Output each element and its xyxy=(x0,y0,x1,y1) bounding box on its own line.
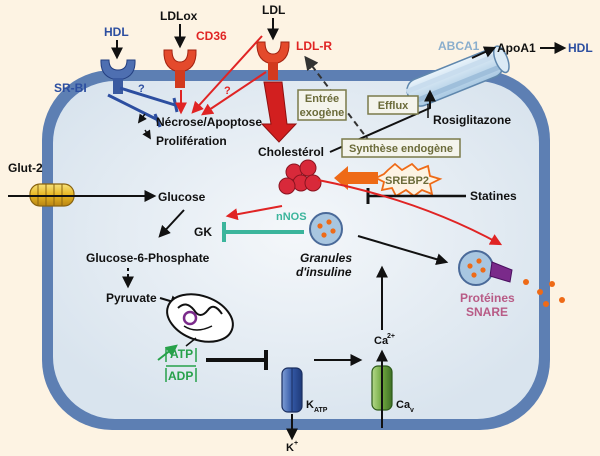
rosiglitazone-label: Rosiglitazone xyxy=(433,113,511,127)
statines-label: Statines xyxy=(470,189,517,203)
apoa1-label: ApoA1 xyxy=(497,41,536,55)
abca1-out-arrow xyxy=(471,46,497,59)
synthese-endogene-box xyxy=(341,138,461,158)
proliferation-mini-arrow xyxy=(142,129,151,140)
ca-label: Ca xyxy=(374,335,389,347)
ldlr-to-cholesterol-big-arrow xyxy=(260,81,298,143)
ldl-to-necrose-arrow-2 xyxy=(201,71,267,116)
synthese-endogene-label: Synthèse endogène xyxy=(349,143,453,155)
srebp2-star-icon xyxy=(373,162,443,198)
srebp2-label: SREBP2 xyxy=(385,175,429,187)
ca-superscript: 2+ xyxy=(387,333,395,340)
granule-to-snare-arrow xyxy=(357,235,449,266)
cholesterol-label: Cholestérol xyxy=(258,145,324,159)
snare-label: SNARE xyxy=(466,305,508,319)
mito-to-atp-line xyxy=(185,337,197,347)
ldl-to-necrose-arrow-1 xyxy=(191,35,263,114)
kplus-superscript: + xyxy=(294,440,298,447)
srbi-inhibition-bar-2 xyxy=(153,113,162,128)
proteines-label: Protéines xyxy=(460,291,515,305)
cd36-receptor-icon xyxy=(163,49,197,88)
insulin-granule-icon xyxy=(309,212,343,246)
entree-line1-label: Entrée xyxy=(305,93,339,105)
ldlox-label: LDLox xyxy=(160,9,198,23)
ldlr-label: LDL-R xyxy=(296,39,332,53)
ldl-label: LDL xyxy=(262,3,285,17)
srbi-receptor-icon xyxy=(100,59,136,94)
katp-channel-icon xyxy=(281,367,303,413)
question-mark-2: ? xyxy=(224,85,231,97)
entree-line2-label: exogène xyxy=(300,107,345,119)
efflux-box xyxy=(367,95,419,115)
necrose-mini-arrow xyxy=(137,113,147,124)
srebp2-to-cholesterol-arrow xyxy=(334,166,378,190)
atp-up-arrow xyxy=(157,344,178,361)
hdl-top-label: HDL xyxy=(104,25,129,39)
cell-cytoplasm xyxy=(53,81,539,419)
efflux-label: Efflux xyxy=(378,100,409,112)
cav-subscript: v xyxy=(410,407,414,414)
srbi-inhibition-line-1 xyxy=(119,86,176,107)
snare-granule-icon xyxy=(458,250,513,286)
katp-label: K xyxy=(306,399,314,411)
glut2-label: Glut-2 xyxy=(8,161,43,175)
cd36-label: CD36 xyxy=(196,29,227,43)
proliferation-label: Prolifération xyxy=(156,134,227,148)
granules-line2-label: d'insuline xyxy=(296,265,352,279)
cholesterol-to-snare-arrow xyxy=(317,179,503,246)
cav-label: Ca xyxy=(396,399,411,411)
atp-label: ATP xyxy=(170,347,193,361)
efflux-arrow xyxy=(329,89,436,153)
kplus-label: K xyxy=(286,442,294,454)
mitochondrion-icon xyxy=(166,293,234,343)
ldlr-receptor-icon xyxy=(256,41,290,80)
srbi-inhibition-line-2 xyxy=(107,93,159,122)
granules-line1-label: Granules xyxy=(300,251,352,265)
cholesterol-droplets-icon xyxy=(278,159,322,195)
cholesterol-to-gk-arrow xyxy=(225,205,283,221)
gk-label: GK xyxy=(194,225,212,239)
nnos-label: nNOS xyxy=(276,211,307,223)
g6p-label: Glucose-6-Phosphate xyxy=(86,251,210,265)
glucose-to-g6p-arrow xyxy=(158,209,185,238)
hdl-right-label: HDL xyxy=(568,41,593,55)
entree-exogene-box xyxy=(297,89,347,121)
adp-label: ADP xyxy=(168,369,193,383)
abca1-label: ABCA1 xyxy=(438,39,480,53)
glucose-label: Glucose xyxy=(158,190,206,204)
katp-subscript: ATP xyxy=(314,407,328,414)
srbi-label: SR-BI xyxy=(54,81,87,95)
pyruvate-label: Pyruvate xyxy=(106,291,157,305)
released-insulin-dots-icon xyxy=(523,279,565,307)
necrose-apoptose-label: Nécrose/Apoptose xyxy=(156,115,262,129)
question-mark-1: ? xyxy=(138,83,145,95)
